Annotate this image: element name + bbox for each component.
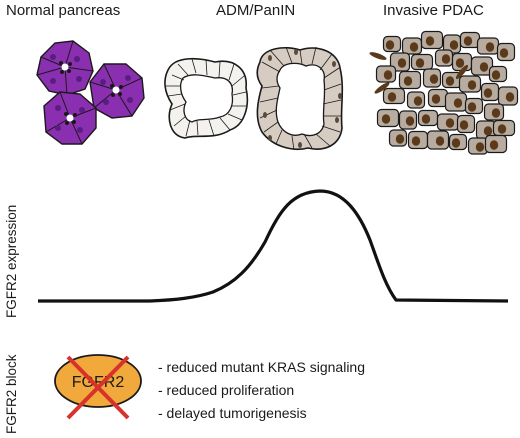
pdac-nucleus xyxy=(491,108,501,118)
acinus-bottom-left xyxy=(43,91,97,145)
pdac-nucleus xyxy=(475,142,485,152)
pdac-nucleus xyxy=(395,134,405,144)
pdac-nucleus xyxy=(459,120,469,130)
fgfr2-blocked-badge: FGFR2 xyxy=(54,354,142,420)
red-cross-line-2 xyxy=(66,355,130,420)
pdac-nucleus xyxy=(445,76,455,86)
invasive-pdac-illustration xyxy=(369,30,519,155)
pdac-nucleus xyxy=(483,88,493,98)
fgfr2-expression-axis-label: FGFR2 expression xyxy=(4,204,19,318)
pdac-nucleus xyxy=(421,114,431,124)
pdac-nucleus xyxy=(441,54,451,64)
normal-pancreas-illustration xyxy=(36,40,145,145)
pdac-nucleus xyxy=(425,36,435,46)
pdac-nucleus xyxy=(383,70,393,80)
pdac-nucleus xyxy=(415,58,425,68)
pdac-nucleus xyxy=(483,126,493,136)
fgfr2-block-row-label: FGFR2 block xyxy=(4,354,19,434)
pdac-nucleus xyxy=(411,136,421,146)
pdac-nucleus xyxy=(467,80,477,90)
spindle-cell xyxy=(455,64,469,80)
stage-label-invasive-pdac: Invasive PDAC xyxy=(383,2,484,19)
pdac-nucleus xyxy=(485,42,495,52)
acinus-top-left xyxy=(36,40,94,96)
pdac-nucleus xyxy=(429,74,439,84)
pdac-nucleus xyxy=(479,62,489,72)
pdac-nucleus xyxy=(463,36,473,46)
effect-item: - reduced proliferation xyxy=(158,382,295,398)
pdac-nucleus xyxy=(387,92,397,102)
fgfr2-expression-curve xyxy=(38,189,509,303)
pdac-nucleus xyxy=(467,102,477,112)
pdac-nucleus xyxy=(497,124,507,134)
pdac-nucleus xyxy=(445,118,455,128)
spindle-cell xyxy=(374,82,390,94)
pdac-nucleus xyxy=(431,94,441,104)
pdac-nucleus xyxy=(403,76,413,86)
effect-item: - reduced mutant KRAS signaling xyxy=(158,359,365,375)
pdac-nucleus xyxy=(489,140,499,150)
pdac-nucleus xyxy=(491,70,501,80)
pdac-nucleus xyxy=(449,40,459,50)
fgfr2-badge-text: FGFR2 xyxy=(72,374,125,391)
duct-large xyxy=(256,46,344,151)
spindle-cell xyxy=(369,52,387,60)
pdac-nucleus xyxy=(455,58,465,68)
pdac-nucleus xyxy=(385,40,395,50)
pdac-nucleus xyxy=(397,58,407,68)
pdac-nucleus xyxy=(409,42,419,52)
pdac-nucleus xyxy=(405,116,415,126)
pdac-nucleus xyxy=(453,98,463,108)
pdac-nucleus xyxy=(413,96,423,106)
pdac-nucleus xyxy=(435,136,445,146)
stage-label-adm-panin: ADM/PanIN xyxy=(216,2,296,19)
stage-label-normal-pancreas: Normal pancreas xyxy=(6,2,121,19)
acinus-right xyxy=(89,63,145,119)
adm-panin-illustration xyxy=(164,46,344,151)
duct-small xyxy=(164,58,249,139)
effect-item: - delayed tumorigenesis xyxy=(158,405,307,421)
pdac-nucleus xyxy=(451,138,461,148)
pdac-nucleus xyxy=(505,92,515,102)
pdac-nucleus xyxy=(499,48,509,58)
pdac-nucleus xyxy=(381,114,391,124)
